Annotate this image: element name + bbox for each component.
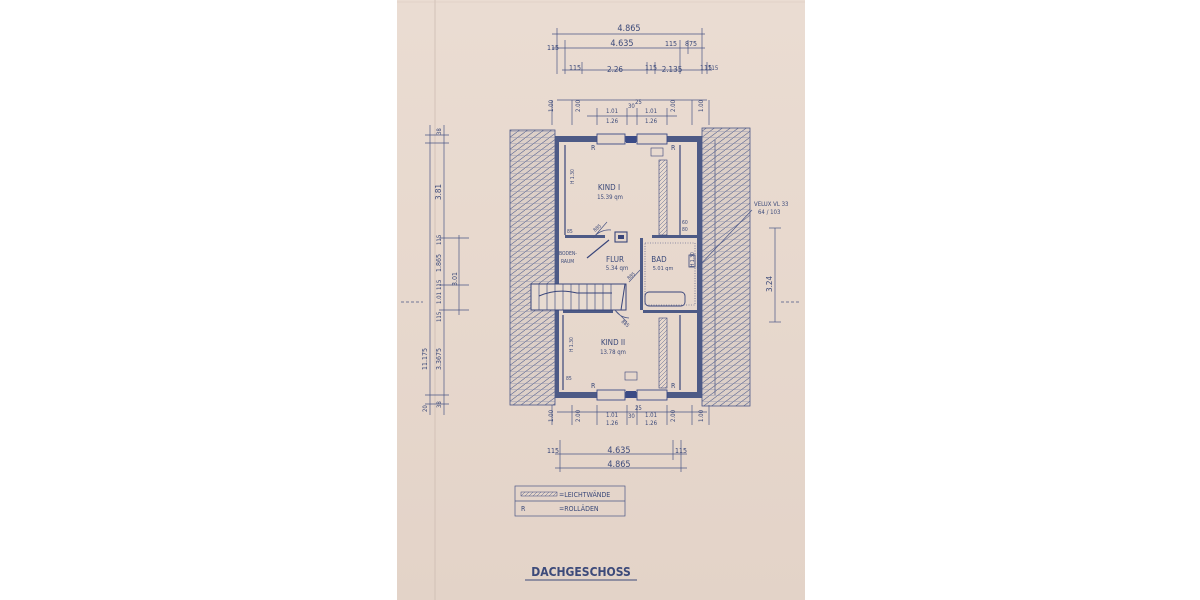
note-n6: 85 <box>566 376 572 382</box>
note-n8: 885 <box>592 223 603 233</box>
dim-left-g: 1.01 <box>436 292 443 304</box>
fixture-top <box>650 147 664 157</box>
doors <box>586 221 641 323</box>
staircase <box>530 283 627 311</box>
top-dimension-chain: 4.865 4.635 115 115 875 115 2.26 115 2.1… <box>547 24 718 74</box>
dim-left-d: 1.865 <box>435 254 443 272</box>
dim-top-t1: 115 <box>547 44 559 52</box>
win-bottom-e: 1.01 <box>645 412 657 419</box>
right-dimension: 3.24 <box>765 227 801 323</box>
room-name-kind-1: KIND I <box>598 183 620 192</box>
blueprint-sheet: 4.865 4.635 115 115 875 115 2.26 115 2.1… <box>397 0 805 600</box>
legend-shutter-symbol: R <box>521 505 526 513</box>
window-dimensions-bottom: 1.00 2.00 1.01 1.26 30 25 1.01 1.26 2.00… <box>548 405 710 427</box>
roof-slope-right <box>701 127 751 407</box>
win-top-c: 30 <box>628 103 635 110</box>
shutter-mark-2: R <box>671 144 676 152</box>
legend-shutter-label: =ROLLÄDEN <box>559 504 599 513</box>
legend-wall-swatch <box>520 491 558 497</box>
dim-left-a: 38 <box>436 128 443 135</box>
win-top-i: 1.00 <box>548 99 555 112</box>
note-n10: 885 <box>620 319 631 329</box>
shutter-mark-4: R <box>671 382 676 390</box>
dim-left-f: 115 <box>436 280 443 290</box>
left-dimension-chain: 38 3.81 115 1.865 3.01 115 1.01 115 3.36… <box>401 125 469 415</box>
room-name-bodenraum-2: RAUM <box>561 259 574 265</box>
win-bottom-h: 2.00 <box>670 409 677 422</box>
dim-seg-a: 2.26 <box>607 65 623 74</box>
bathtub <box>644 291 686 307</box>
exterior-walls <box>555 133 702 401</box>
win-top-b: 1.26 <box>606 118 619 125</box>
floor-plan-drawing: 4.865 4.635 115 115 875 115 2.26 115 2.1… <box>397 0 805 600</box>
dim-left-e: 3.01 <box>451 272 459 286</box>
room-area-flur: 5.34 qm <box>606 265 628 272</box>
dim-right-height: 3.24 <box>765 276 774 292</box>
dim-left-b: 3.81 <box>434 184 443 200</box>
note-n3: 60 <box>682 220 688 226</box>
note-n7: H 1.30 <box>690 252 696 267</box>
roof-slope-left <box>509 129 556 406</box>
win-bottom-c: 30 <box>628 413 635 420</box>
dim-inner-top: 4.635 <box>610 39 633 49</box>
room-name-kind-2: KIND II <box>601 338 625 347</box>
dim-top-t7: 115 <box>708 65 718 72</box>
win-top-j: 1.00 <box>698 99 705 112</box>
room-name-bad: BAD <box>651 255 667 264</box>
dim-left-j: 11.175 <box>421 348 429 370</box>
win-bottom-b: 1.26 <box>606 420 619 427</box>
dim-top-t2: 115 <box>665 40 677 48</box>
dim-left-h: 115 <box>436 312 443 322</box>
win-top-f: 1.26 <box>645 118 658 125</box>
wc <box>688 254 696 268</box>
dim-top-t4: 115 <box>569 64 581 72</box>
room-area-kind-2: 13.78 qm <box>600 349 626 356</box>
win-bottom-i: 1.00 <box>548 409 555 422</box>
note-n2: 85 <box>567 229 573 235</box>
win-bottom-j: 1.00 <box>698 409 705 422</box>
dim-left-c: 115 <box>436 235 443 245</box>
note-n5: H 1.30 <box>569 337 575 352</box>
win-top-h: 2.00 <box>670 99 677 112</box>
win-top-d: 25 <box>635 99 642 106</box>
win-top-a: 1.01 <box>606 108 618 115</box>
fixture-bottom <box>624 371 638 381</box>
dim-total-bottom: 4.865 <box>607 460 630 470</box>
interior-walls <box>562 145 697 390</box>
room-area-bad: 5.01 qm <box>653 266 674 272</box>
drawing-title: DACHGESCHOSS <box>531 565 630 579</box>
window-note-line1: VELUX VL 33 <box>754 201 788 208</box>
note-n4: 80 <box>682 227 688 233</box>
dim-seg-b: 2.135 <box>662 65 683 74</box>
window-dimensions-top: 1.00 2.00 1.01 1.26 30 25 1.01 1.26 2.00… <box>548 99 710 125</box>
dim-inner-bottom: 4.635 <box>607 446 630 456</box>
dim-bottom-t1: 115 <box>547 447 559 455</box>
win-bottom-f: 1.26 <box>645 420 658 427</box>
dim-top-t5: 115 <box>645 64 657 72</box>
win-bottom-a: 1.01 <box>606 412 618 419</box>
bottom-dimension-chain: 115 4.635 115 4.865 <box>547 440 687 472</box>
dim-left-i: 3.3675 <box>435 348 443 370</box>
win-top-g: 2.00 <box>575 99 582 112</box>
dim-left-l: 20 <box>422 405 429 412</box>
dim-top-t3: 875 <box>685 40 697 48</box>
shutter-mark-3: R <box>591 382 596 390</box>
win-bottom-d: 25 <box>635 405 642 412</box>
room-area-kind-1: 15.39 qm <box>597 194 623 201</box>
win-bottom-g: 2.00 <box>575 409 582 422</box>
note-n1: H 1.30 <box>570 169 576 184</box>
dim-left-k: 38 <box>436 401 443 408</box>
room-name-flur: FLUR <box>606 255 624 264</box>
win-top-e: 1.01 <box>645 108 657 115</box>
dim-bottom-t2: 115 <box>675 447 687 455</box>
window-note-leader <box>696 209 753 269</box>
shutter-mark-1: R <box>591 144 596 152</box>
dim-total-top: 4.865 <box>617 24 640 34</box>
legend-wall-label: =LEICHTWÄNDE <box>559 490 610 499</box>
dim-top-t6: 115 <box>700 64 712 72</box>
note-n9: 885 <box>626 271 637 281</box>
legend: =LEICHTWÄNDE R =ROLLÄDEN <box>514 485 626 517</box>
window-note-line2: 64 / 103 <box>758 209 780 216</box>
room-name-bodenraum-1: BODEN- <box>559 251 577 257</box>
